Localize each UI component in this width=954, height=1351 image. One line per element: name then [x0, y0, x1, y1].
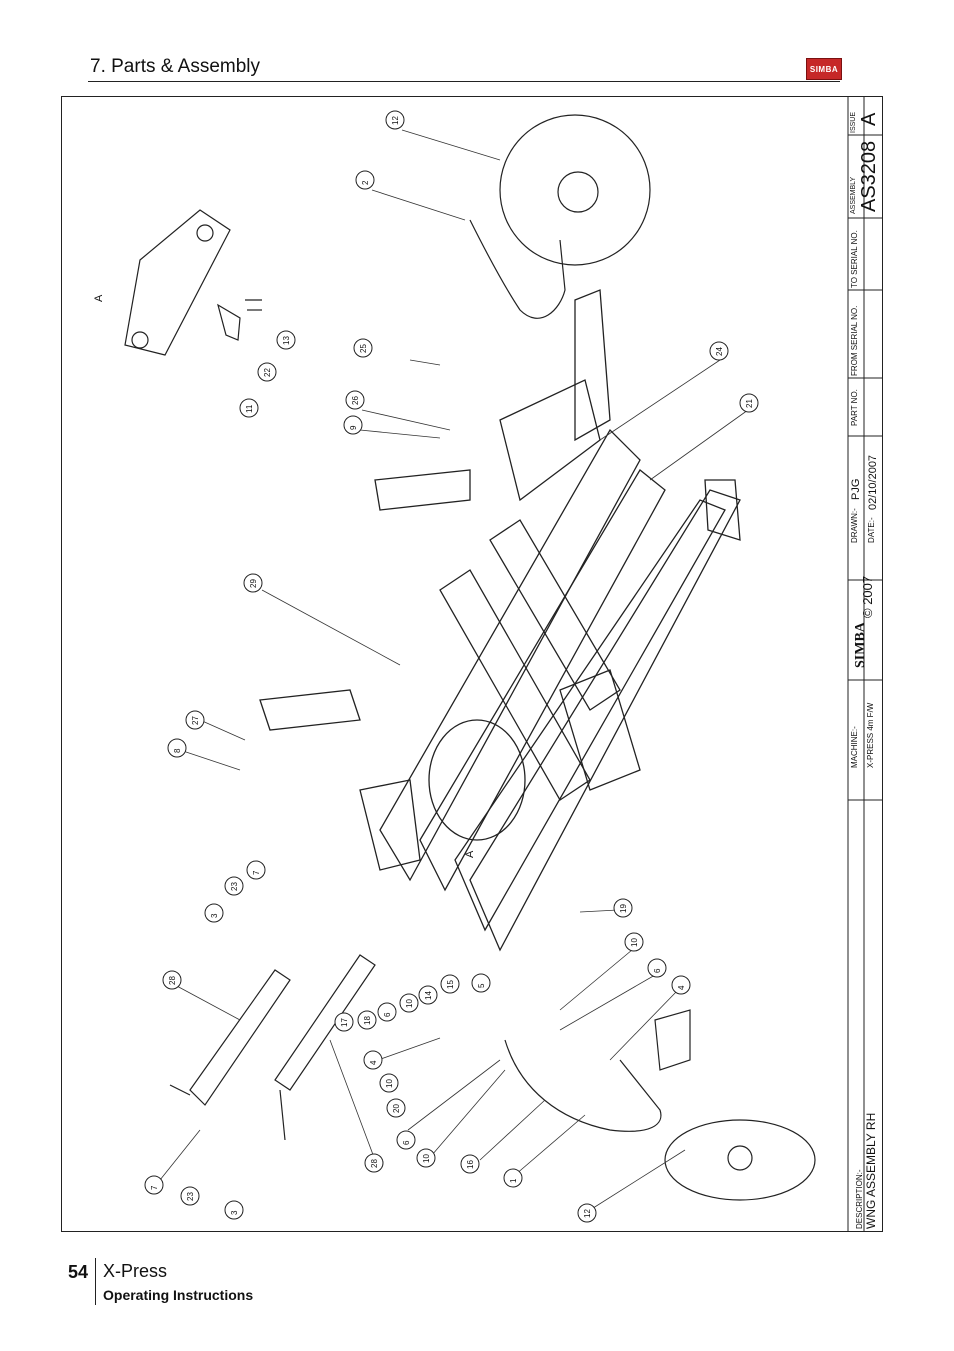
callout-number: 26 [351, 396, 360, 405]
doc-subtitle: Operating Instructions [103, 1287, 254, 1303]
description-value: WNG ASSEMBLY RH [864, 1112, 878, 1229]
callout-number: 8 [173, 748, 182, 753]
detail-a-parts [124, 209, 262, 356]
callout-number: 10 [405, 999, 414, 1008]
view-label-a-top: A [93, 294, 105, 302]
callout-number: 10 [422, 1154, 431, 1163]
assembly-label: ASSEMBLY [850, 176, 857, 214]
callout-number: 28 [168, 976, 177, 985]
callout-number: 4 [677, 985, 686, 990]
callout-number: 6 [402, 1140, 411, 1145]
callout-number: 11 [245, 404, 254, 413]
drawn-value: PJG [850, 478, 862, 500]
discs [469, 114, 816, 1201]
callout-number: 12 [391, 116, 400, 125]
page-number: 54 [68, 1262, 89, 1282]
callout-number: 5 [477, 983, 486, 988]
callout-number: 25 [359, 344, 368, 353]
issue-label: ISSUE [850, 111, 857, 133]
simba-brand: SIMBA [853, 622, 868, 668]
callout-number: 6 [653, 968, 662, 973]
date-label: DATE:- [867, 517, 876, 543]
callout-number: 10 [385, 1079, 394, 1088]
product-name: X-Press [103, 1261, 168, 1281]
callout-number: 19 [619, 904, 628, 913]
header-rule [88, 81, 840, 82]
callout-number: 1 [509, 1178, 518, 1183]
section-title: 7. Parts & Assembly [90, 56, 261, 77]
part-no-label: PART NO. [850, 389, 859, 426]
machine-label: MACHINE:- [850, 726, 859, 768]
callout-number: 10 [630, 938, 639, 947]
callout-number: 29 [249, 579, 258, 588]
leader-lines [159, 129, 749, 1211]
callout-number: 9 [349, 425, 358, 430]
arms [169, 954, 376, 1141]
callout-number: 3 [210, 913, 219, 918]
from-serial-label: FROM SERIAL NO. [850, 305, 859, 376]
callout-number: 12 [583, 1209, 592, 1218]
callout-number: 7 [252, 870, 261, 875]
callout-number: 18 [363, 1016, 372, 1025]
callout-number: 20 [392, 1104, 401, 1113]
callout-number: 3 [230, 1210, 239, 1215]
callout-number: 14 [424, 991, 433, 1000]
issue-value: A [858, 112, 880, 126]
machine-value: X-PRESS 4m F/W [866, 702, 875, 768]
assembly-value: AS3208 [858, 140, 880, 212]
callout-number: 2 [361, 180, 370, 185]
description-label: DESCRIPTION:- [855, 1169, 864, 1229]
frame-assembly [259, 289, 741, 952]
callout-number: 23 [186, 1192, 195, 1201]
copyright: © 2007 [860, 575, 875, 618]
view-label-a-center: A [464, 850, 476, 858]
drawing-frame [61, 96, 883, 1232]
callouts [144, 110, 759, 1223]
title-block-grid [847, 97, 883, 1231]
callout-number: 23 [230, 882, 239, 891]
callout-number: 17 [340, 1018, 349, 1027]
callout-number: 27 [191, 716, 200, 725]
callout-number: 22 [263, 368, 272, 377]
callout-number: 24 [715, 347, 724, 356]
callout-number: 15 [446, 980, 455, 989]
date-value: 02/10/2007 [867, 454, 879, 510]
footer-divider [95, 1258, 96, 1305]
drawn-label: DRAWN:- [850, 508, 859, 543]
callout-number: 13 [282, 336, 291, 345]
callout-number: 28 [370, 1159, 379, 1168]
callout-number: 21 [745, 399, 754, 408]
simba-logo: SIMBA [806, 58, 842, 80]
to-serial-label: TO SERIAL NO. [850, 230, 859, 288]
callout-number: 7 [150, 1185, 159, 1190]
callout-number: 16 [466, 1160, 475, 1169]
callout-number: 4 [369, 1060, 378, 1065]
callout-number: 6 [383, 1012, 392, 1017]
